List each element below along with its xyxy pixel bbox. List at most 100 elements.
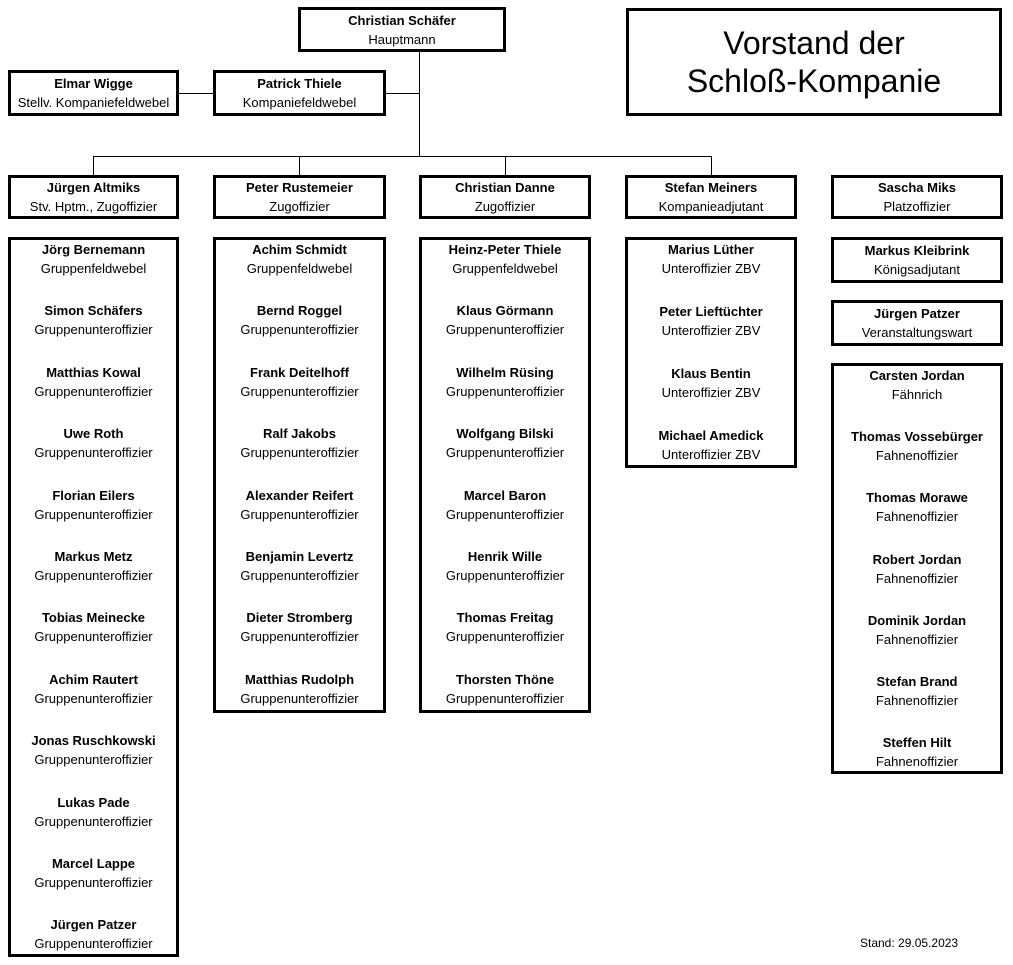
node-role: Kompanieadjutant xyxy=(658,199,764,214)
member-name: Bernd Roggel xyxy=(256,303,343,319)
node-role: Zugoffizier xyxy=(269,199,330,214)
member-role: Gruppenunteroffizier xyxy=(34,936,153,952)
member-name: Stefan Brand xyxy=(876,674,958,689)
member-role: Gruppenunteroffizier xyxy=(34,445,153,461)
connector-patrick-trunk xyxy=(385,93,419,94)
member-role: Gruppenunteroffizier xyxy=(34,752,153,768)
member-name: Heinz-Peter Thiele xyxy=(448,242,562,257)
member-role: Gruppenfeldwebel xyxy=(246,261,353,276)
node-role: Platzoffizier xyxy=(883,199,951,214)
member-name: Peter Lieftüchter xyxy=(659,304,763,319)
node-name: Christian Schäfer xyxy=(348,12,456,28)
member-name: Thomas Morawe xyxy=(866,490,968,506)
member-name: Matthias Kowal xyxy=(46,364,141,380)
member-name: Florian Eilers xyxy=(52,487,135,503)
connector-drop-col3 xyxy=(505,156,506,176)
node-name: Christian Danne xyxy=(455,180,555,195)
node-patrick: Patrick Thiele Kompaniefeldwebel xyxy=(213,70,386,116)
title-box: Vorstand der Schloß-Kompanie xyxy=(626,8,1002,116)
member-name: Tobias Meinecke xyxy=(41,610,146,626)
member-name: Lukas Pade xyxy=(57,794,130,810)
node-name: Sascha Miks xyxy=(877,180,957,195)
member-name: Klaus Görmann xyxy=(456,303,554,319)
node-role: Stellv. Kompaniefeldwebel xyxy=(17,95,170,110)
node-role: Kompaniefeldwebel xyxy=(242,95,357,110)
member-role: Gruppenunteroffizier xyxy=(240,322,359,338)
member-role: Gruppenunteroffizier xyxy=(240,568,359,583)
connector-horizontal-bar xyxy=(93,156,711,157)
node-name: Elmar Wigge xyxy=(54,76,133,91)
node-role: Hauptmann xyxy=(368,31,436,47)
member-role: Gruppenunteroffizier xyxy=(34,383,153,399)
node-name: Markus Kleibrink xyxy=(864,243,970,258)
member-role: Gruppenunteroffizier xyxy=(240,445,359,461)
member-name: Jonas Ruschkowski xyxy=(31,733,156,749)
column-head-3: Christian Danne Zugoffizier xyxy=(419,175,591,219)
member-role: Unteroffizier ZBV xyxy=(661,261,761,276)
member-name: Steffen Hilt xyxy=(882,735,952,751)
member-name: Ralf Jakobs xyxy=(263,426,336,442)
member-name: Uwe Roth xyxy=(63,426,124,442)
member-role: Gruppenunteroffizier xyxy=(445,506,565,522)
member-name: Henrik Wille xyxy=(467,549,543,564)
node-name: Jürgen Patzer xyxy=(874,306,960,321)
column-head-1: Jürgen Altmiks Stv. Hptm., Zugoffizier xyxy=(8,175,179,219)
member-name: Frank Deitelhoff xyxy=(250,364,349,380)
member-name: Benjamin Levertz xyxy=(245,549,354,564)
member-name: Wolfgang Bilski xyxy=(456,426,554,442)
node-role: Veranstaltungswart xyxy=(861,325,973,340)
member-name: Marius Lüther xyxy=(668,242,754,257)
node-koenigsadjutant: Markus Kleibrink Königsadjutant xyxy=(831,237,1003,283)
node-role: Königsadjutant xyxy=(873,262,960,277)
member-name: Simon Schäfers xyxy=(44,303,143,319)
member-role: Gruppenfeldwebel xyxy=(40,261,147,276)
member-role: Fahnenoffizier xyxy=(875,754,959,770)
member-role: Fahnenoffizier xyxy=(875,509,959,525)
member-role: Fähnrich xyxy=(891,387,943,402)
member-role: Gruppenunteroffizier xyxy=(445,690,565,706)
member-name: Wilhelm Rüsing xyxy=(456,364,554,380)
member-role: Gruppenunteroffizier xyxy=(34,568,153,583)
member-role: Gruppenunteroffizier xyxy=(240,629,359,645)
node-name: Stefan Meiners xyxy=(664,180,758,195)
member-name: Matthias Rudolph xyxy=(244,671,355,687)
member-name: Thomas Vossebürger xyxy=(851,429,983,445)
member-role: Gruppenunteroffizier xyxy=(445,445,565,461)
member-role: Fahnenoffizier xyxy=(875,448,959,464)
member-name: Achim Rautert xyxy=(49,671,138,687)
member-role: Gruppenunteroffizier xyxy=(445,568,565,583)
node-elmar: Elmar Wigge Stellv. Kompaniefeldwebel xyxy=(8,70,179,116)
member-role: Gruppenunteroffizier xyxy=(240,506,359,522)
member-role: Unteroffizier ZBV xyxy=(661,385,761,400)
member-name: Markus Metz xyxy=(54,549,133,564)
member-name: Alexander Reifert xyxy=(245,487,354,503)
member-role: Gruppenunteroffizier xyxy=(34,875,153,890)
member-name: Michael Amedick xyxy=(658,428,764,443)
